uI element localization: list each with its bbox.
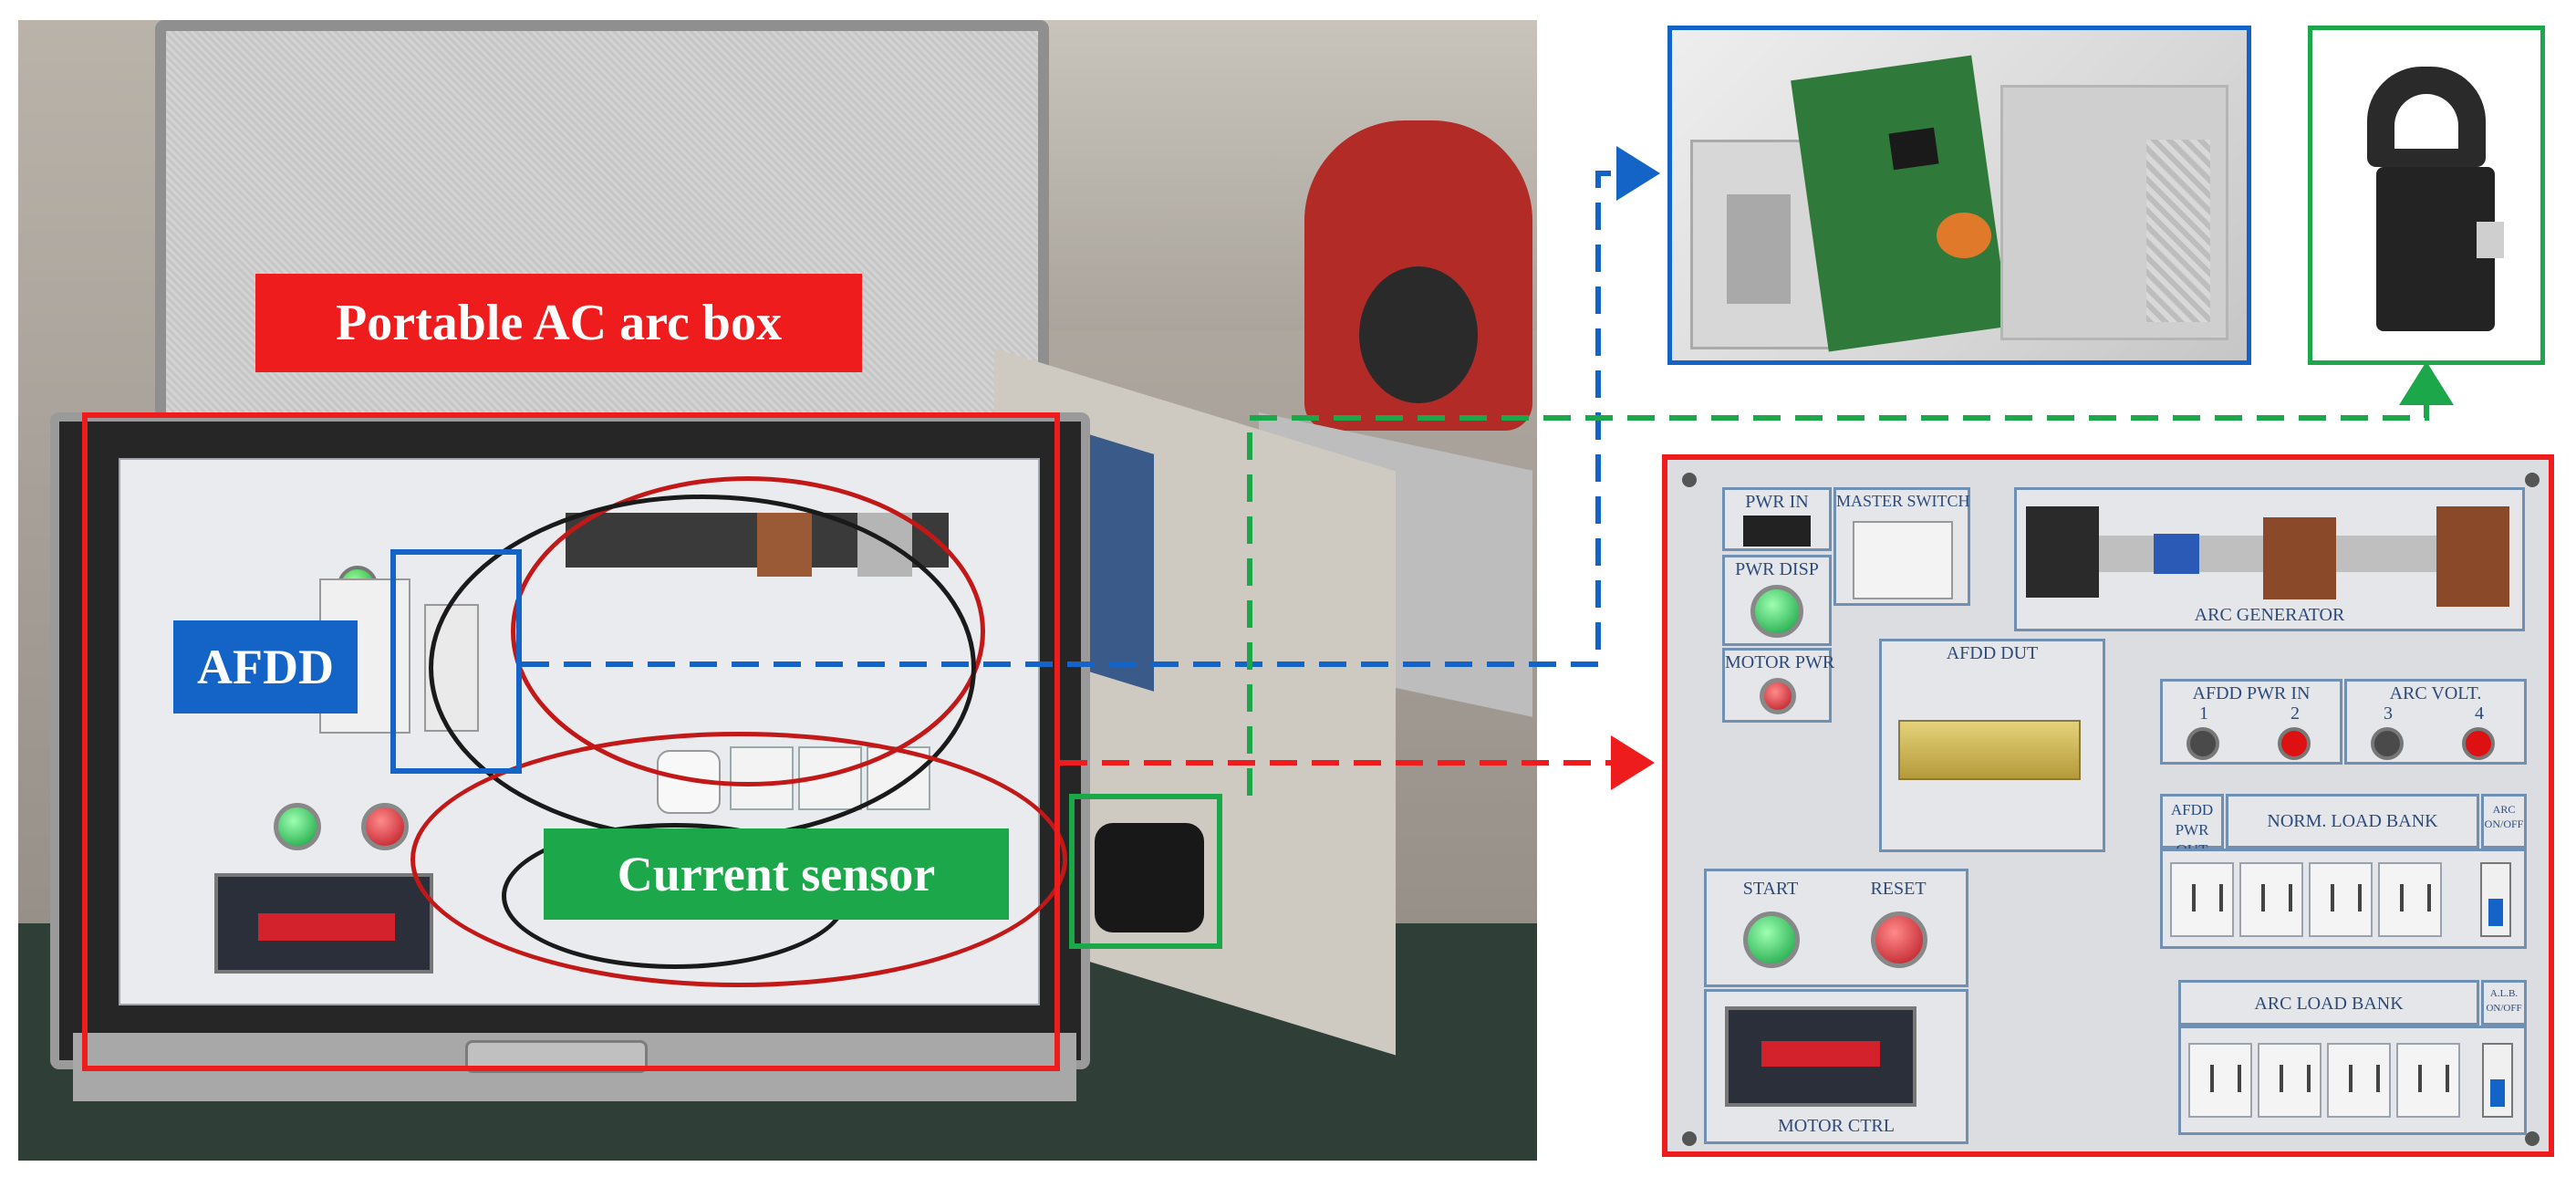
pwr-in-group: PWR IN bbox=[1722, 487, 1832, 551]
arc-load-bank-outlets bbox=[2178, 1026, 2527, 1135]
start-button-photo bbox=[274, 803, 321, 850]
arc-volt-group: ARC VOLT. 3 4 bbox=[2344, 679, 2527, 765]
master-switch-group: MASTER SWITCH bbox=[1833, 487, 1970, 606]
terminal-3 bbox=[2371, 727, 2404, 760]
motor-ctrl-label: MOTOR CTRL bbox=[1778, 1116, 1895, 1136]
current-sensor-photo bbox=[1095, 823, 1204, 932]
power-inlet-icon bbox=[1743, 516, 1811, 547]
norm-load-bank-header: NORM. LOAD BANK bbox=[2226, 794, 2479, 849]
pwr-disp-lamp bbox=[1750, 585, 1803, 638]
terminal-4 bbox=[2462, 727, 2495, 760]
afdd-pwr-in-group: AFDD PWR IN 1 2 bbox=[2160, 679, 2342, 765]
arc-electrode-moving bbox=[2263, 517, 2336, 599]
arc-box-highlight bbox=[82, 412, 1060, 1071]
afdd-dut-group: AFDD DUT bbox=[1879, 639, 2105, 852]
terminal-2-label: 2 bbox=[2290, 703, 2300, 724]
pwr-disp-group: PWR DISP bbox=[1722, 555, 1832, 646]
screw-top-left bbox=[1682, 473, 1697, 487]
motor-ctrl-display bbox=[1761, 1041, 1880, 1067]
current-sensor-highlight bbox=[1069, 794, 1222, 949]
start-button bbox=[1743, 911, 1800, 968]
pwr-in-label: PWR IN bbox=[1745, 492, 1809, 512]
outlet-arc-4 bbox=[2396, 1043, 2460, 1118]
label-current-sensor: Current sensor bbox=[544, 828, 1009, 920]
vacuum-inlet bbox=[1359, 266, 1478, 403]
terminal-4-label: 4 bbox=[2475, 703, 2484, 724]
arc-on-off-label: ARC ON/OFF bbox=[2484, 803, 2524, 830]
als-on-off-header: A.L.B. ON/OFF bbox=[2481, 980, 2527, 1026]
reset-button-photo bbox=[361, 803, 409, 850]
terminal-2 bbox=[2278, 727, 2311, 760]
afdd-dut-label: AFDD DUT bbox=[1946, 643, 2039, 663]
als-on-off-label: A.L.B. ON/OFF bbox=[2486, 988, 2522, 1014]
arc-motor bbox=[2026, 506, 2099, 598]
afdd-chip bbox=[1888, 127, 1939, 171]
afdd-internal-photo bbox=[1667, 26, 2251, 365]
outlet-norm-1 bbox=[2239, 862, 2303, 937]
ct-aperture bbox=[2394, 94, 2458, 149]
arc-on-off-switch bbox=[2480, 862, 2511, 937]
outlet-norm-3 bbox=[2378, 862, 2442, 937]
arc-generator-group: ARC GENERATOR bbox=[2014, 487, 2525, 631]
master-switch-breaker bbox=[1853, 521, 1953, 599]
afdd-pcb bbox=[1791, 55, 2010, 352]
red-cable-lower bbox=[410, 732, 1067, 987]
motor-ctrl-meter-photo bbox=[214, 873, 433, 974]
arc-box-panel-detail: PWR IN MASTER SWITCH PWR DISP MOTOR PWR … bbox=[1662, 454, 2554, 1157]
afdd-coil bbox=[1937, 213, 1991, 258]
afdd-mechanism bbox=[1727, 194, 1791, 304]
outlet-arc-2 bbox=[2258, 1043, 2322, 1118]
outlet-arc-3 bbox=[2327, 1043, 2391, 1118]
afdd-pwr-in-label: AFDD PWR IN bbox=[2192, 683, 2311, 703]
afdd-pwr-out-header: AFDD PWR OUT bbox=[2160, 794, 2224, 859]
label-afdd: AFDD bbox=[173, 620, 358, 713]
als-on-off-switch bbox=[2482, 1043, 2513, 1118]
motor-pwr-group: MOTOR PWR bbox=[1722, 648, 1835, 723]
terminal-3-label: 3 bbox=[2384, 703, 2393, 724]
case-lid bbox=[155, 20, 1049, 449]
reset-button bbox=[1871, 911, 1927, 968]
ct-label bbox=[2477, 222, 2504, 258]
arc-volt-label: ARC VOLT. bbox=[2389, 683, 2482, 703]
afdd-highlight bbox=[390, 549, 522, 774]
outlet-norm-2 bbox=[2309, 862, 2373, 937]
outlet-afdd-pwr-out bbox=[2170, 862, 2234, 937]
afdd-housing-grille bbox=[2146, 140, 2210, 322]
terminal-1-label: 1 bbox=[2199, 703, 2208, 724]
meter-display bbox=[258, 913, 395, 941]
outlet-arc-1 bbox=[2188, 1043, 2252, 1118]
screw-bottom-right bbox=[2525, 1131, 2540, 1146]
motor-ctrl-group: MOTOR CTRL bbox=[1704, 989, 1968, 1144]
label-portable-ac-arc-box: Portable AC arc box bbox=[255, 274, 862, 372]
arc-on-off-header: ARC ON/OFF bbox=[2481, 794, 2527, 849]
terminal-1 bbox=[2186, 727, 2219, 760]
ct-body bbox=[2376, 167, 2495, 331]
start-label: START bbox=[1742, 879, 1799, 899]
start-reset-group: START RESET bbox=[1704, 869, 1968, 987]
arc-load-bank-header: ARC LOAD BANK bbox=[2178, 980, 2479, 1026]
motor-ctrl-meter bbox=[1725, 1006, 1916, 1107]
arc-generator-label: ARC GENERATOR bbox=[2194, 605, 2345, 625]
split-core-ct-photo bbox=[2308, 26, 2545, 365]
master-switch-label: MASTER SWITCH bbox=[1836, 492, 1970, 510]
arc-coupler bbox=[2154, 534, 2199, 574]
motor-pwr-label: MOTOR PWR bbox=[1725, 652, 1835, 672]
reset-label: RESET bbox=[1870, 879, 1927, 899]
arc-load-bank-label: ARC LOAD BANK bbox=[2254, 994, 2404, 1014]
pwr-disp-label: PWR DISP bbox=[1735, 559, 1819, 579]
din-rail bbox=[1898, 720, 2081, 780]
screw-top-right bbox=[2525, 473, 2540, 487]
norm-load-bank-label: NORM. LOAD BANK bbox=[2267, 811, 2438, 831]
arc-electrode-fixed bbox=[2436, 506, 2509, 607]
norm-load-bank-outlets bbox=[2160, 849, 2527, 949]
motor-pwr-lamp bbox=[1760, 678, 1796, 714]
screw-bottom-left bbox=[1682, 1131, 1697, 1146]
